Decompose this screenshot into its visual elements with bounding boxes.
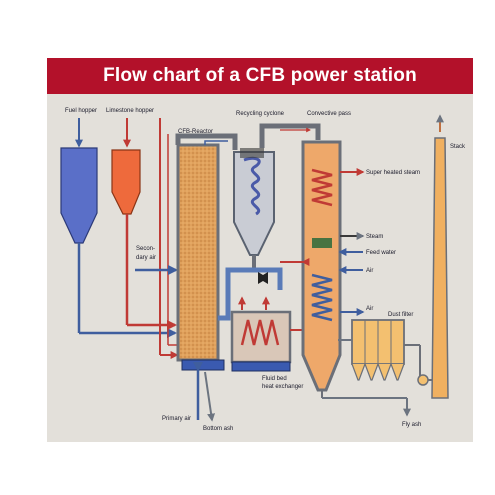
label-feed-water: Feed water: [366, 250, 396, 256]
label-dust-filter: Dust filter: [388, 312, 413, 318]
label-recycling-cyclone: Recycling cyclone: [236, 111, 285, 117]
label-fluid-bed-1: Fluid bed: [262, 376, 287, 382]
limestone-hopper: [111, 118, 177, 330]
fly-ash-line: [322, 339, 411, 417]
label-steam: Steam: [366, 234, 383, 240]
label-stack: Stack: [450, 144, 466, 150]
title-bar: [47, 58, 473, 94]
convective-pass: [301, 140, 342, 398]
label-secondary-air-2: dary air: [136, 255, 156, 261]
label-bottom-ash: Bottom ash: [203, 426, 233, 432]
label-fuel-hopper: Fuel hopper: [65, 108, 97, 114]
label-limestone-hopper: Limestone hopper: [106, 108, 154, 114]
fluid-bed-heat-exchanger: [230, 296, 303, 372]
label-secondary-air-1: Secon-: [136, 246, 155, 252]
cyclone-to-convective-duct: [259, 123, 321, 148]
dust-filter: [351, 319, 429, 386]
label-cfb-reactor: CFB-Reactor: [178, 129, 213, 135]
label-primary-air: Primary air: [162, 416, 191, 422]
label-fluid-bed-2: heat exchanger: [262, 384, 303, 390]
label-super-heated-steam: Super heated steam: [366, 170, 420, 176]
recirculation-lines: [159, 118, 179, 359]
label-air-1: Air: [366, 268, 373, 274]
loop-seal: [218, 267, 283, 321]
stack: [428, 114, 449, 399]
cfb-reactor: [176, 143, 225, 422]
label-convective-pass: Convective pass: [307, 111, 351, 117]
convective-outputs: [338, 168, 365, 316]
label-air-2: Air: [366, 306, 373, 312]
reactor-to-cyclone-duct: [175, 133, 238, 150]
chart-title: Flow chart of a CFB power station: [103, 65, 417, 86]
label-fly-ash: Fly ash: [402, 422, 421, 428]
